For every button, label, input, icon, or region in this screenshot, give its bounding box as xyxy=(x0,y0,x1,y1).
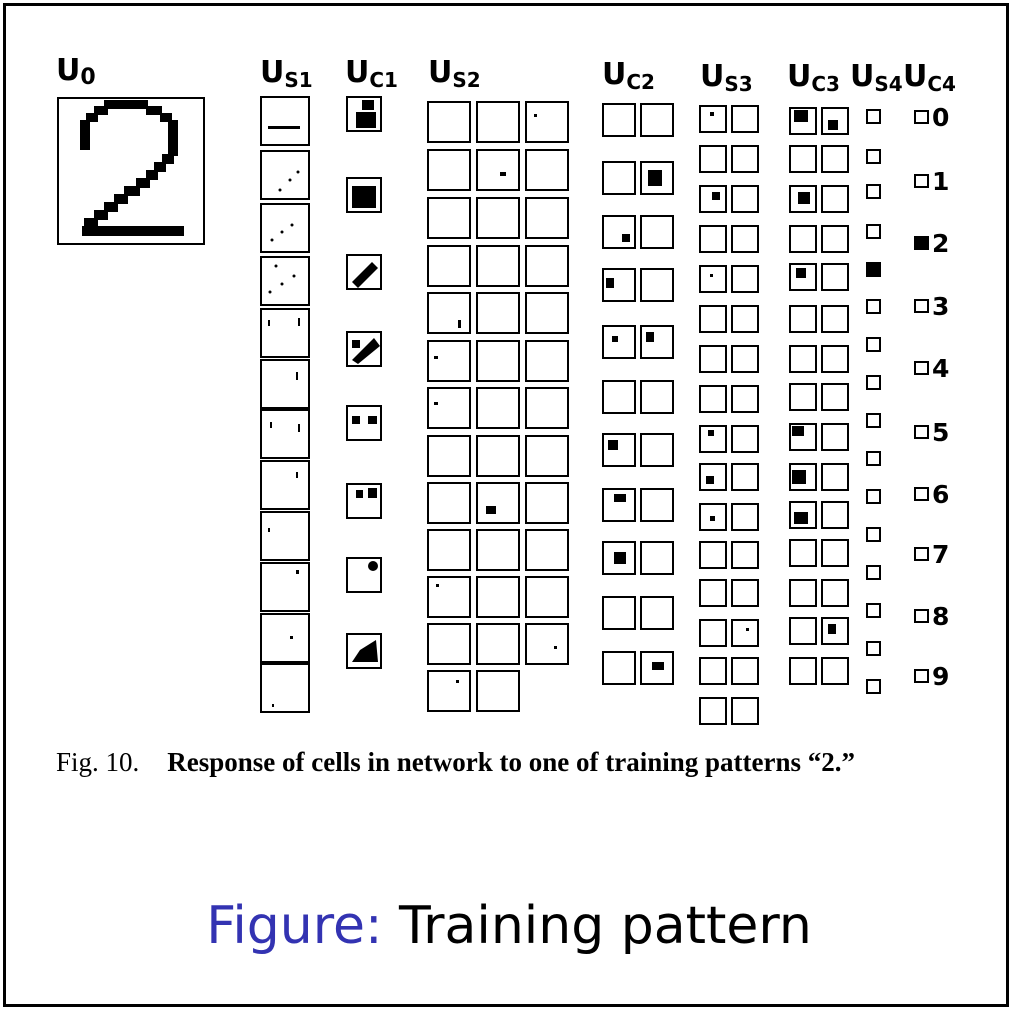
layer-label-u0: U0 xyxy=(56,53,96,90)
uc1-plane xyxy=(346,633,382,669)
uc1-plane xyxy=(346,557,382,593)
uc2-planes xyxy=(602,103,674,685)
us1-plane xyxy=(260,409,310,459)
slide-caption: Figure: Training pattern xyxy=(0,900,1018,952)
us1-plane xyxy=(260,203,310,253)
svg-text:3: 3 xyxy=(932,292,949,321)
uc1-plane xyxy=(346,177,382,213)
layer-label-us3: US3 xyxy=(700,59,753,96)
us1-plane xyxy=(260,96,310,146)
uc1-activations xyxy=(352,100,380,662)
us1-plane xyxy=(260,562,310,612)
us1-plane xyxy=(260,613,310,663)
us1-plane xyxy=(260,359,310,409)
svg-text:8: 8 xyxy=(932,602,949,631)
uc4-class-1: 1 xyxy=(914,167,949,196)
uc2-activations xyxy=(606,170,664,670)
layer-label-us4: US4 xyxy=(850,59,903,96)
svg-text:5: 5 xyxy=(932,418,949,447)
uc1-plane xyxy=(346,331,382,367)
us1-plane xyxy=(260,150,310,200)
figure-caption: Fig. 10. Response of cells in network to … xyxy=(56,747,855,777)
uc1-plane xyxy=(346,483,382,519)
input-pattern xyxy=(57,97,205,245)
figure-caption-label: Fig. 10. xyxy=(56,747,139,777)
svg-text:0: 0 xyxy=(932,103,949,132)
us1-plane xyxy=(260,256,310,306)
layer-label-uc4: UC4 xyxy=(903,59,956,96)
us2-activations xyxy=(434,114,557,683)
uc4-class-2: 2 xyxy=(914,229,949,258)
uc4-class-3: 3 xyxy=(914,292,949,321)
us1-activations xyxy=(268,126,300,707)
uc1-planes xyxy=(346,96,382,669)
layer-label-uc3: UC3 xyxy=(787,59,840,96)
uc4-class-0: 0 xyxy=(914,103,949,132)
figure-caption-text: Response of cells in network to one of t… xyxy=(167,747,855,777)
us1-plane xyxy=(260,511,310,561)
layer-label-uc1: UC1 xyxy=(345,55,398,92)
uc4-class-6: 6 xyxy=(914,480,949,509)
input-digit-2-pixels xyxy=(80,100,184,236)
us4-active-cell xyxy=(866,262,881,277)
layer-label-us2: US2 xyxy=(428,55,481,92)
slide-caption-prefix: Figure: xyxy=(206,896,383,956)
uc4-class-4: 4 xyxy=(914,354,949,383)
svg-text:4: 4 xyxy=(932,354,949,383)
us1-planes xyxy=(260,96,310,713)
svg-text:2: 2 xyxy=(932,229,949,258)
svg-text:7: 7 xyxy=(932,540,949,569)
uc1-plane xyxy=(346,254,382,290)
us1-plane xyxy=(260,460,310,510)
layer-label-uc2: UC2 xyxy=(602,57,655,94)
uc4-output-cells: 0 1 2 3 4 5 6 7 8 9 xyxy=(914,103,949,691)
uc3-activations xyxy=(792,110,838,634)
uc4-class-7: 7 xyxy=(914,540,949,569)
us3-activations xyxy=(706,112,749,631)
uc4-class-9: 9 xyxy=(914,662,949,691)
us1-plane xyxy=(260,663,310,713)
slide-frame xyxy=(3,3,1009,1007)
uc1-plane xyxy=(346,96,382,132)
uc1-plane xyxy=(346,405,382,441)
uc4-class-8: 8 xyxy=(914,602,949,631)
us4-cells xyxy=(866,109,881,694)
us1-plane xyxy=(260,308,310,358)
svg-text:9: 9 xyxy=(932,662,949,691)
us3-planes xyxy=(699,105,759,725)
slide-caption-text: Training pattern xyxy=(399,896,812,956)
us2-planes xyxy=(427,101,569,712)
uc4-class-5: 5 xyxy=(914,418,949,447)
uc3-planes xyxy=(789,107,849,685)
svg-text:6: 6 xyxy=(932,480,949,509)
input-box xyxy=(57,97,205,245)
svg-text:1: 1 xyxy=(932,167,949,196)
layer-label-us1: US1 xyxy=(260,55,313,92)
layer-labels: U0 US1 UC1 US2 UC2 US3 UC3 US4 UC4 xyxy=(56,53,956,96)
